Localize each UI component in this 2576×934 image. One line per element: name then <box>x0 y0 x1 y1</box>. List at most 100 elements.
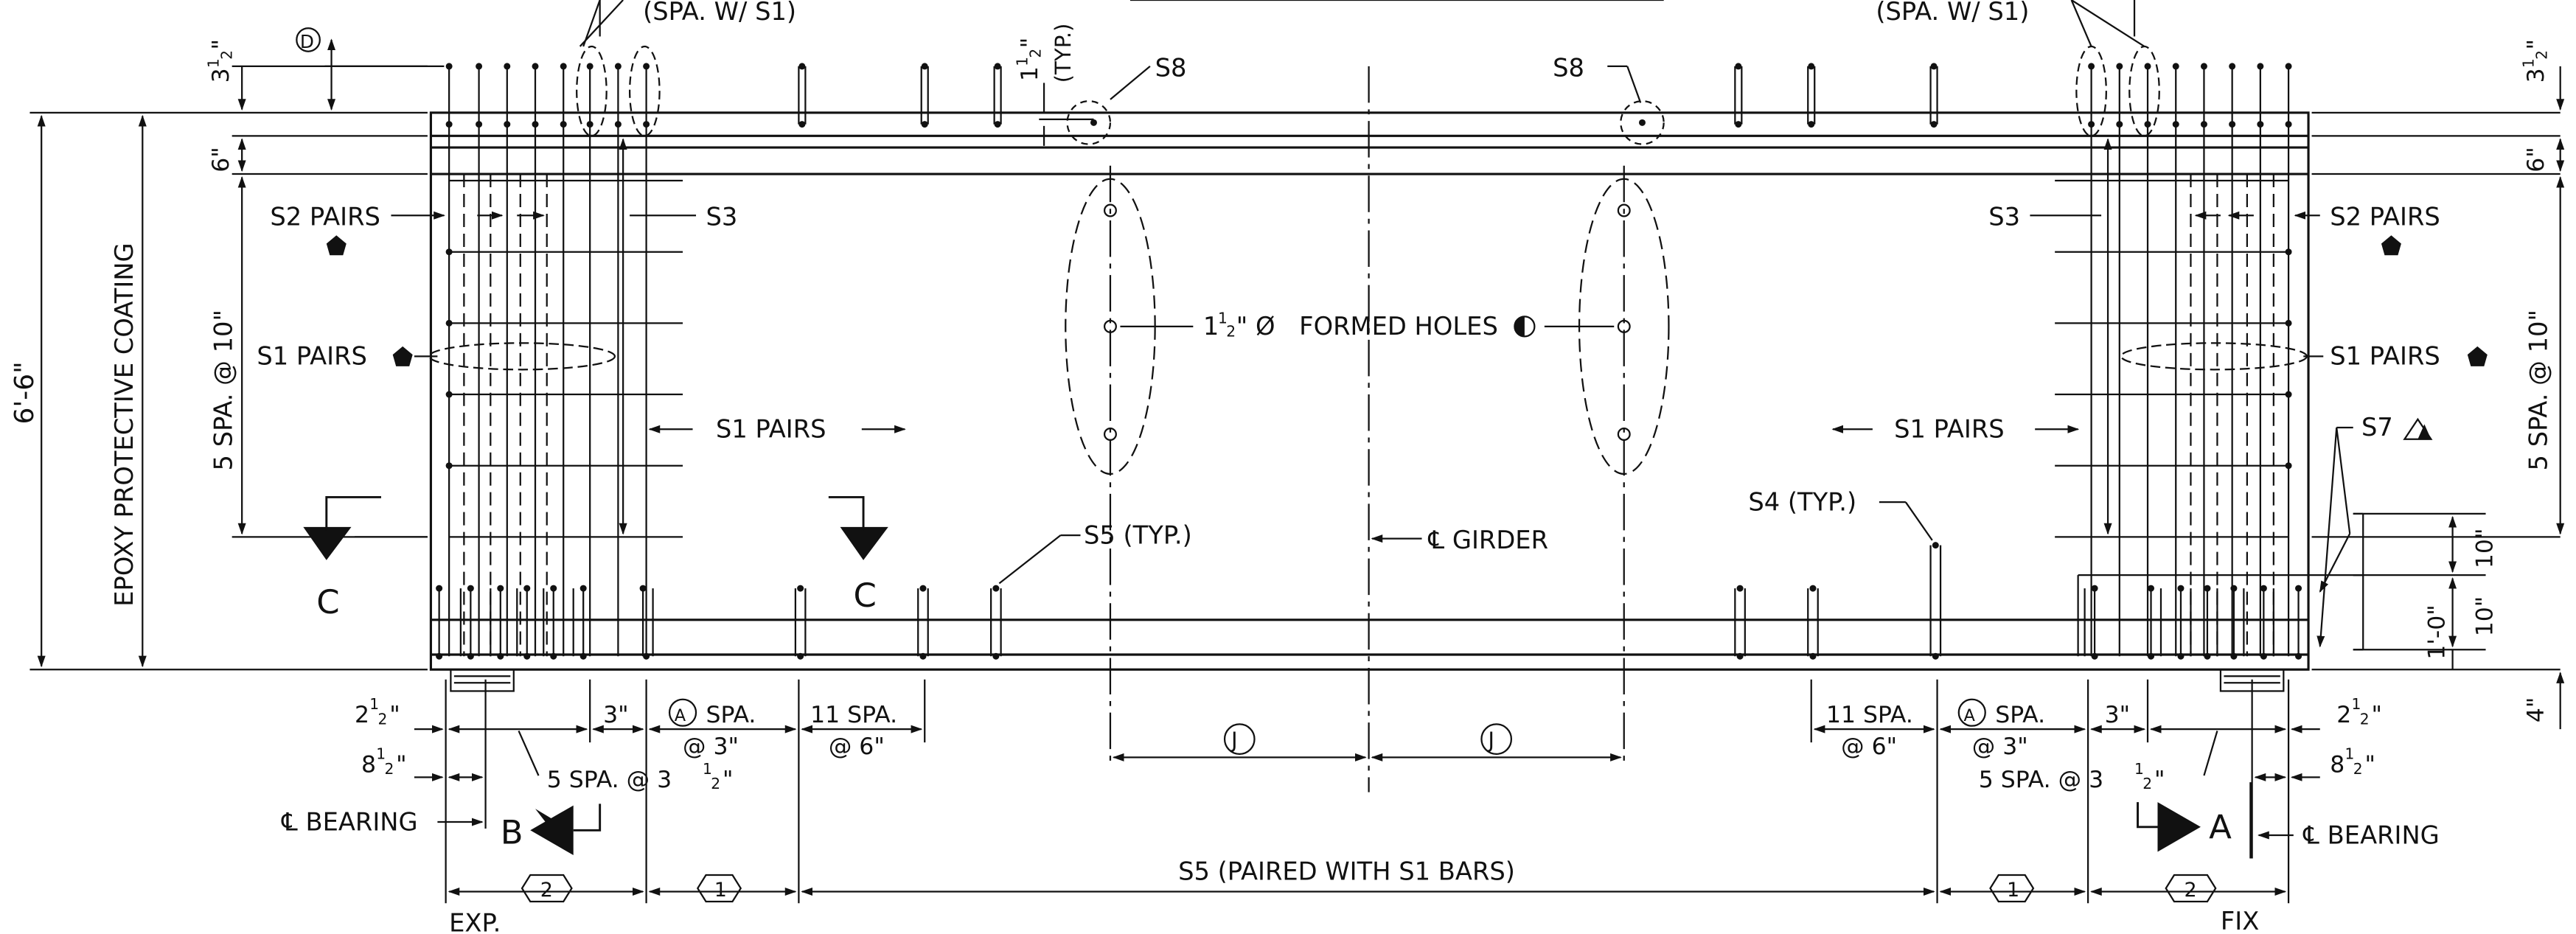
tag-2-right: 2 <box>2184 879 2196 902</box>
left-6in-dim: 6" <box>208 147 234 172</box>
view-b-label: B <box>501 812 523 851</box>
spa-with-s1-left: (SPA. W/ S1) <box>643 0 796 26</box>
typ-label-rotated: (TYP.) <box>1051 24 1076 83</box>
top-one-half-unit: " <box>1017 38 1043 48</box>
s5-paired-label: S5 (PAIRED WITH S1 BARS) <box>1178 857 1515 886</box>
svg-text:5 SPA. @ 3: 5 SPA. @ 3 <box>547 767 672 793</box>
svg-text:1: 1 <box>369 695 379 713</box>
left-three-half-den: 2 <box>218 50 236 60</box>
s1-pairs-left: S1 PAIRS <box>257 342 367 371</box>
right-4in-dim: 4" <box>2523 697 2549 723</box>
tag-j-left: J <box>1230 728 1238 753</box>
at-6-right: @ 6" <box>1841 733 1897 760</box>
top-one-half-num: 1 <box>1014 57 1031 66</box>
view-b-marker <box>530 804 602 856</box>
midspan-stirrup-dots <box>797 63 1939 660</box>
spa-word-right: SPA. <box>1995 702 2045 728</box>
svg-text:8: 8 <box>361 752 376 778</box>
svg-text:2: 2 <box>2142 775 2152 792</box>
pentagon-icon <box>2467 346 2488 366</box>
left-five-spa-10: 5 SPA. @ 10" <box>209 310 238 470</box>
svg-text:": " <box>389 702 400 728</box>
tag-d-label: D <box>300 31 314 52</box>
section-c-left-marker <box>303 495 428 560</box>
eleven-spa-left: 11 SPA. <box>810 702 897 728</box>
five-spa-left: 5 SPA. @ 3 1 2 " <box>547 760 734 793</box>
formed-holes-callout: 1 1 2 " Ø FORMED HOLES <box>1203 309 1498 341</box>
s3-label-right: S3 <box>1988 203 2020 231</box>
svg-text:": " <box>2371 702 2381 728</box>
svg-text:8: 8 <box>2330 752 2344 778</box>
svg-text:": " <box>2364 752 2375 778</box>
s2-pairs-left: S2 PAIRS <box>270 203 380 231</box>
girder-centerline-label: ℄ GIRDER <box>1428 526 1548 554</box>
s8-label-right: S8 <box>1553 53 1584 82</box>
view-a-label: A <box>2209 808 2232 847</box>
epoxy-coating-label: EPOXY PROTECTIVE COATING <box>110 243 139 606</box>
svg-text:2: 2 <box>2360 710 2370 728</box>
at-3-right: @ 3" <box>1972 733 2028 760</box>
s7-label: S7 <box>2361 413 2393 442</box>
tag-1-left: 1 <box>714 879 727 902</box>
spa-with-s1-right: (SPA. W/ S1) <box>1876 0 2029 26</box>
pentagon-icon <box>2381 235 2401 256</box>
svg-text:1: 1 <box>2344 745 2354 763</box>
svg-text:2: 2 <box>711 775 720 792</box>
right-three-half-den: 2 <box>2533 50 2551 60</box>
right-6in-dim: 6" <box>2523 147 2549 172</box>
tag-a-left: A <box>675 706 686 725</box>
left-three-half-unit: " <box>208 39 234 49</box>
bearing-plate-exp <box>450 669 515 692</box>
spa-word-left: SPA. <box>706 702 756 728</box>
top-one-half-den: 2 <box>1027 49 1045 58</box>
section-c-left-label: C <box>316 582 339 621</box>
cl-bearing-right: ℄ BEARING <box>2302 820 2439 849</box>
s8-dots <box>1090 119 1646 126</box>
left-three-half-num: 1 <box>205 58 223 68</box>
formed-hole-groups <box>1065 100 1670 475</box>
half-circle-icon <box>1514 316 1525 337</box>
right-1ft-dim: 1'-0" <box>2423 604 2450 660</box>
svg-text:2: 2 <box>2353 760 2363 778</box>
tag-2-left: 2 <box>540 879 553 902</box>
pentagon-icons <box>326 235 2488 439</box>
tag-shapes <box>296 27 2433 903</box>
right-10in-dim-a: 10" <box>2472 529 2499 569</box>
top-one-half-whole: 1 <box>1017 66 1043 81</box>
formed-holes-den: 2 <box>1226 322 1236 340</box>
dim-eight-half-right: 8 1 2 " <box>2330 745 2375 778</box>
half-circle-outline <box>1514 316 1536 338</box>
girder-centerline <box>1109 66 1625 792</box>
formed-holes-label: FORMED HOLES <box>1299 312 1498 341</box>
right-three-half-unit: " <box>2523 39 2549 49</box>
midspan-stirrups <box>794 66 1942 657</box>
section-c-mid-marker <box>828 495 888 560</box>
dim-two-half-right: 2 1 2 " <box>2336 695 2382 728</box>
cl-bearing-left: ℄ BEARING <box>281 807 417 836</box>
s3-label-left: S3 <box>706 203 738 231</box>
section-c-mid-label: C <box>854 576 877 615</box>
svg-text:2: 2 <box>384 760 394 778</box>
svg-text:1: 1 <box>2351 695 2361 713</box>
tag-1-right: 1 <box>2007 879 2019 902</box>
view-a-marker <box>2137 802 2201 852</box>
svg-text:2: 2 <box>377 710 387 728</box>
svg-text:2: 2 <box>355 702 369 728</box>
left-three-half-whole: 3 <box>208 68 234 83</box>
left-bar-dots <box>436 63 650 660</box>
s1-pairs-mid-right: S1 PAIRS <box>1894 414 2005 443</box>
dim-eight-half-left: 8 1 2 " <box>361 745 407 778</box>
formed-holes-unit: " Ø <box>1236 312 1275 341</box>
at-6-left: @ 6" <box>829 733 885 760</box>
right-three-half-num: 1 <box>2520 58 2538 68</box>
s1-pairs-right: S1 PAIRS <box>2330 342 2440 371</box>
svg-text:1: 1 <box>376 745 386 763</box>
s4-typ-label: S4 (TYP.) <box>1748 487 1856 516</box>
formed-holes-num: 1 <box>1218 309 1228 327</box>
dim-3in-right: 3" <box>2105 702 2130 728</box>
right-10in-dim-b: 10" <box>2472 596 2499 637</box>
at-3-left: @ 3" <box>683 733 739 760</box>
fix-label: FIX <box>2221 907 2259 934</box>
dim-two-half-left: 2 1 2 " <box>355 695 400 728</box>
triangle-icon <box>2417 424 2431 439</box>
